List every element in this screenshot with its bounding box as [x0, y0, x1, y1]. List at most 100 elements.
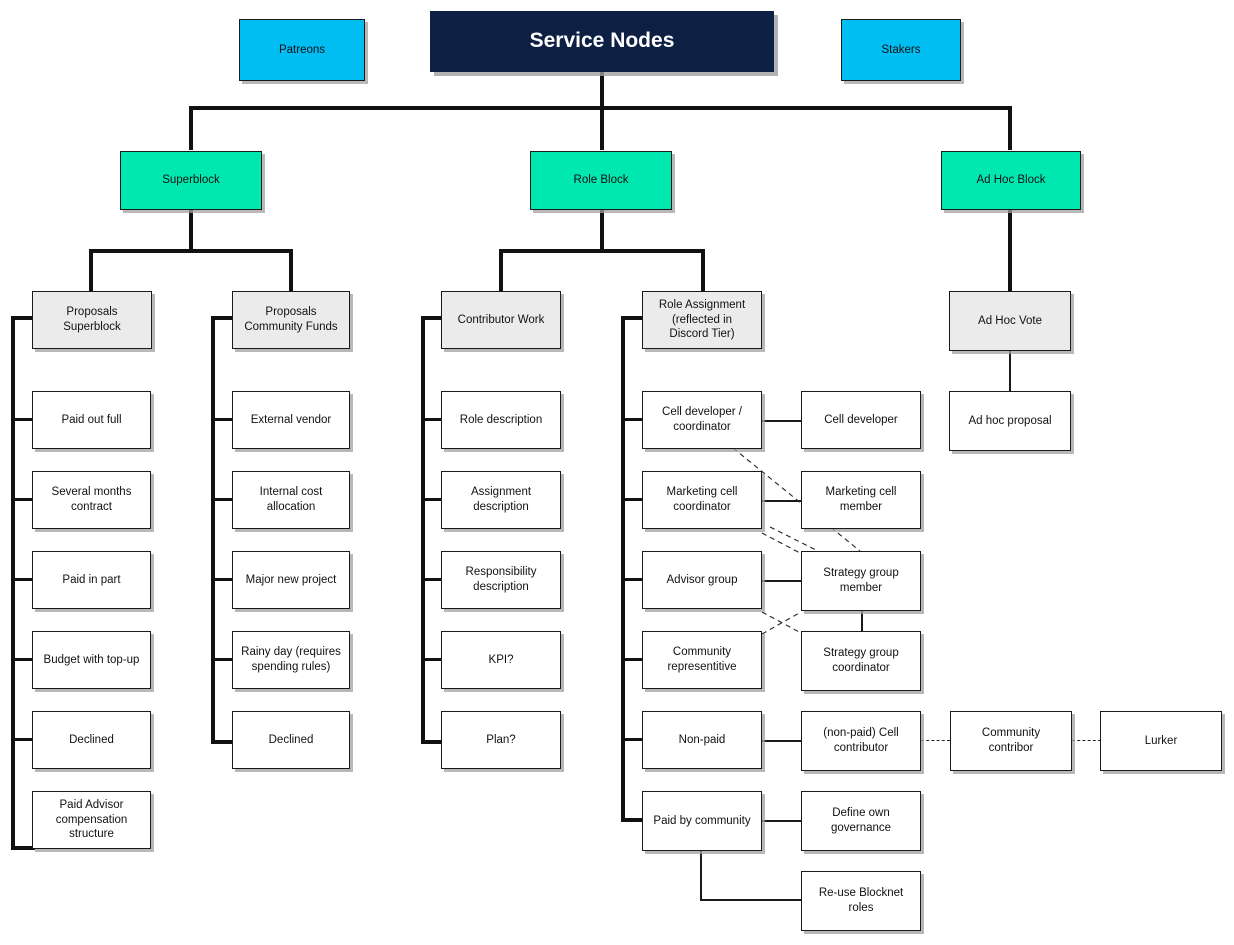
edge-advisor-group-to-strategy-group-member [761, 580, 802, 582]
node-advisor-group[interactable]: Advisor group [642, 551, 762, 609]
edge-col1-to-paid-out-full [11, 418, 35, 421]
node-lurker[interactable]: Lurker [1100, 711, 1222, 771]
node-proposals-superblock[interactable]: Proposals Superblock [32, 291, 152, 349]
edge-col2-to-internal-cost [211, 498, 235, 501]
edge-superblock-bus [89, 249, 293, 253]
node-ad-hoc-proposal[interactable]: Ad hoc proposal [949, 391, 1071, 451]
node-paid-advisor-compensation-structure[interactable]: Paid Advisor compensation structure [32, 791, 151, 849]
edge-ad-hoc-block-to-vote [1008, 210, 1012, 291]
edge-community-contribor-to-lurker-dashed [1072, 740, 1101, 741]
dash-advisor-group-to-strategy-group-coordinator [761, 611, 802, 634]
node-community-contribor[interactable]: Community contribor [950, 711, 1072, 771]
edge-col1-to-paid-in-part [11, 578, 35, 581]
node-responsibility-description[interactable]: Responsibility description [441, 551, 561, 609]
edge-col4-to-marketing-cell-coordinator [621, 498, 645, 501]
node-assignment-description[interactable]: Assignment description [441, 471, 561, 529]
edge-col1-to-several-months [11, 498, 35, 501]
edge-non-paid-to-cell-contributor [761, 740, 802, 742]
edge-col4-to-advisor-group [621, 578, 645, 581]
node-proposals-community-funds[interactable]: Proposals Community Funds [232, 291, 350, 349]
edge-paid-by-community-elbow-right [700, 899, 802, 901]
node-strategy-group-member[interactable]: Strategy group member [801, 551, 921, 611]
node-role-description[interactable]: Role description [441, 391, 561, 449]
edge-col1-to-head [11, 316, 35, 320]
node-external-vendor[interactable]: External vendor [232, 391, 350, 449]
edge-ad-hoc-vote-to-proposal [1009, 351, 1011, 391]
edge-col2-to-rainy-day [211, 658, 235, 661]
node-cell-developer[interactable]: Cell developer [801, 391, 921, 449]
edge-col1-to-declined [11, 738, 35, 741]
edge-col1-to-paid-advisor [11, 846, 35, 850]
node-kpi[interactable]: KPI? [441, 631, 561, 689]
node-patreons[interactable]: Patreons [239, 19, 365, 81]
node-rainy-day[interactable]: Rainy day (requires spending rules) [232, 631, 350, 689]
dash-community-rep-to-strategy-group-member [761, 611, 802, 635]
edge-role-block-bus-left [499, 249, 503, 291]
edge-bus-to-superblock [189, 106, 193, 150]
edge-superblock-bus-right [289, 249, 293, 291]
node-paid-in-part[interactable]: Paid in part [32, 551, 151, 609]
node-community-representitive[interactable]: Community representitive [642, 631, 762, 689]
edge-role-block-bus [499, 249, 705, 253]
node-several-months-contract[interactable]: Several months contract [32, 471, 151, 529]
node-plan[interactable]: Plan? [441, 711, 561, 769]
dash-marketing-cell-coord-to-strategy-group-member-b [761, 532, 801, 554]
node-declined-community-funds[interactable]: Declined [232, 711, 350, 769]
edge-paid-by-community-to-define-own-governance [761, 820, 802, 822]
edge-col4-to-cell-developer-coordinator [621, 418, 645, 421]
node-ad-hoc-block[interactable]: Ad Hoc Block [941, 151, 1081, 210]
edge-marketing-cell-coordinator-to-marketing-cell-member [761, 500, 802, 502]
edge-role-block-down [600, 210, 604, 251]
node-major-new-project[interactable]: Major new project [232, 551, 350, 609]
edge-cell-developer-coordinator-to-cell-developer [761, 420, 802, 422]
node-define-own-governance[interactable]: Define own governance [801, 791, 921, 851]
edge-col3-to-responsibility-description [421, 578, 445, 581]
edge-col3-to-kpi [421, 658, 445, 661]
edge-col4-to-non-paid [621, 738, 645, 741]
edge-col2-to-external-vendor [211, 418, 235, 421]
edge-col4-to-community-representitive [621, 658, 645, 661]
edge-col4-trunk [621, 316, 625, 820]
node-declined-superblock[interactable]: Declined [32, 711, 151, 769]
edge-service-nodes-down [600, 72, 604, 109]
dash-marketing-cell-coord-to-strategy-group-member [769, 526, 819, 552]
node-marketing-cell-coordinator[interactable]: Marketing cell coordinator [642, 471, 762, 529]
edge-bus-to-role-block [600, 106, 604, 150]
edge-col2-trunk [211, 316, 215, 744]
edge-col2-to-major-new-project [211, 578, 235, 581]
edge-col1-trunk [11, 316, 15, 850]
node-budget-with-top-up[interactable]: Budget with top-up [32, 631, 151, 689]
node-non-paid[interactable]: Non-paid [642, 711, 762, 769]
edge-col4-to-paid-by-community [621, 818, 645, 822]
edge-superblock-bus-left [89, 249, 93, 291]
node-paid-out-full[interactable]: Paid out full [32, 391, 151, 449]
node-re-use-blocknet-roles[interactable]: Re-use Blocknet roles [801, 871, 921, 931]
edge-superblock-down [189, 210, 193, 251]
edge-col3-to-assignment-description [421, 498, 445, 501]
node-internal-cost-allocation[interactable]: Internal cost allocation [232, 471, 350, 529]
node-cell-developer-coordinator[interactable]: Cell developer / coordinator [642, 391, 762, 449]
edge-paid-by-community-elbow-down [700, 851, 702, 900]
edge-role-block-bus-right [701, 249, 705, 291]
node-service-nodes[interactable]: Service Nodes [430, 11, 774, 72]
edge-col2-to-head [211, 316, 235, 320]
node-ad-hoc-vote[interactable]: Ad Hoc Vote [949, 291, 1071, 351]
edge-bus-to-ad-hoc-block [1008, 106, 1012, 150]
edge-col1-to-budget-top-up [11, 658, 35, 661]
node-strategy-group-coordinator[interactable]: Strategy group coordinator [801, 631, 921, 691]
node-non-paid-cell-contributor[interactable]: (non-paid) Cell contributor [801, 711, 921, 771]
edge-col2-to-declined [211, 740, 235, 744]
edge-col3-to-role-description [421, 418, 445, 421]
node-marketing-cell-member[interactable]: Marketing cell member [801, 471, 921, 529]
node-role-assignment[interactable]: Role Assignment (reflected in Discord Ti… [642, 291, 762, 349]
edge-strategy-group-member-to-coordinator [861, 611, 863, 631]
node-contributor-work[interactable]: Contributor Work [441, 291, 561, 349]
node-role-block[interactable]: Role Block [530, 151, 672, 210]
node-stakers[interactable]: Stakers [841, 19, 961, 81]
edge-col3-trunk [421, 316, 425, 744]
node-paid-by-community[interactable]: Paid by community [642, 791, 762, 851]
edge-col3-to-plan [421, 740, 445, 744]
node-superblock[interactable]: Superblock [120, 151, 262, 210]
